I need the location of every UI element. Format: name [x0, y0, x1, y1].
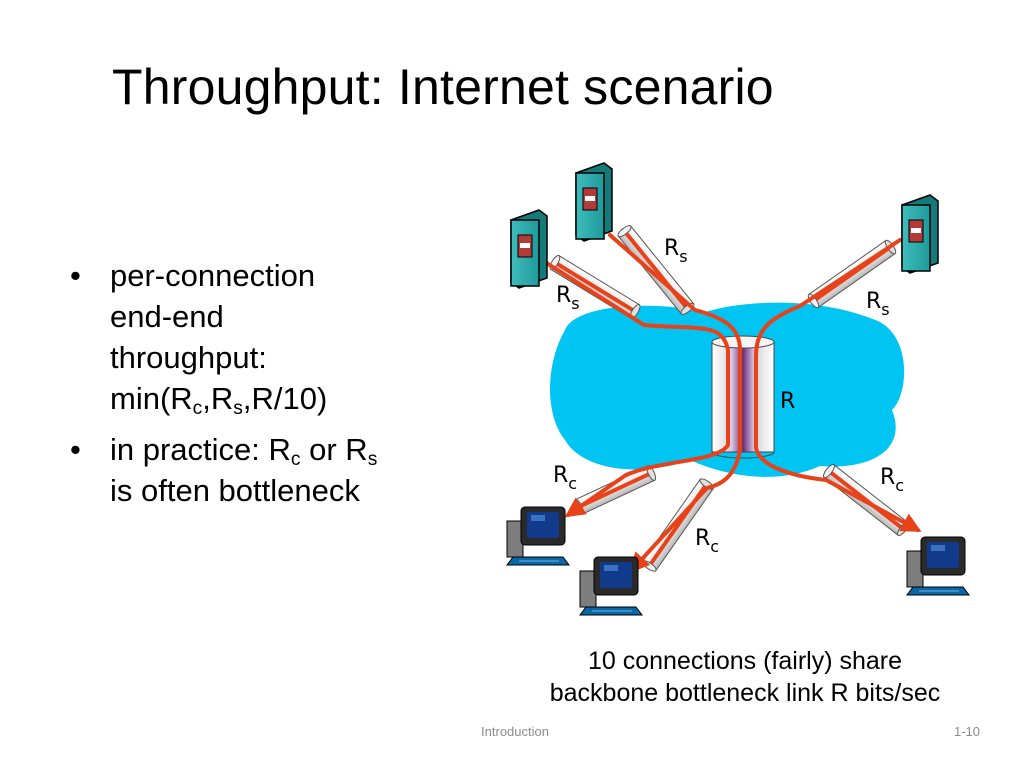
backbone-label: R: [780, 389, 795, 414]
footer-section-title: Introduction: [481, 724, 549, 739]
text-run: or R: [300, 432, 368, 467]
text-run: in practice: R: [110, 432, 291, 467]
bullet-line: in practice: Rc or Rs: [110, 429, 470, 470]
subscript: c: [192, 397, 203, 419]
connection-paths: [543, 233, 922, 573]
server-icon: [510, 209, 548, 289]
bullet-line: per-connection: [110, 258, 316, 293]
bullet-line: end-end: [110, 299, 224, 334]
link-label-rs: Rs: [866, 289, 890, 319]
link-pipe-client-left: [573, 465, 657, 515]
subscript: c: [290, 448, 301, 470]
subscript: s: [233, 397, 243, 419]
backbone-link: [711, 335, 775, 459]
subscript: s: [367, 448, 378, 470]
connection-path: [754, 238, 922, 532]
text-run: ,R: [202, 381, 234, 416]
computer-icon: [506, 506, 570, 566]
bullet-line: is often bottleneck: [110, 473, 360, 508]
link-label-rc: Rc: [880, 465, 904, 495]
diagram-caption: 10 connections (fairly) share backbone b…: [480, 645, 1010, 709]
bullet-in-practice: in practice: Rc or Rs is often bottlenec…: [70, 429, 470, 511]
computer-icon: [906, 536, 970, 596]
server-icon: [901, 194, 939, 274]
caption-line: 10 connections (fairly) share: [587, 647, 903, 675]
bullet-line: throughput:: [110, 340, 267, 375]
slide-number: 1-10: [953, 724, 980, 739]
text-run: min(R: [110, 381, 193, 416]
bullet-list: per-connection end-end throughput: min(R…: [70, 255, 470, 521]
link-pipe-server-left: [549, 254, 641, 320]
link-label-rc: Rc: [695, 526, 719, 556]
text-run: ,R/10): [242, 381, 328, 416]
connection-path: [608, 233, 742, 573]
connection-path: [543, 260, 730, 518]
link-label-rc: Rc: [553, 463, 577, 493]
bullet-formula-line: min(Rc,Rs,R/10): [110, 378, 470, 419]
caption-line: backbone bottleneck link R bits/sec: [549, 679, 941, 707]
slide-title: Throughput: Internet scenario: [112, 59, 774, 115]
server-icon: [575, 162, 613, 242]
computer-icon: [579, 556, 643, 616]
link-label-rs: Rs: [664, 236, 688, 266]
link-label-rs: Rs: [556, 283, 580, 313]
bullet-throughput-definition: per-connection end-end throughput: min(R…: [70, 255, 470, 419]
